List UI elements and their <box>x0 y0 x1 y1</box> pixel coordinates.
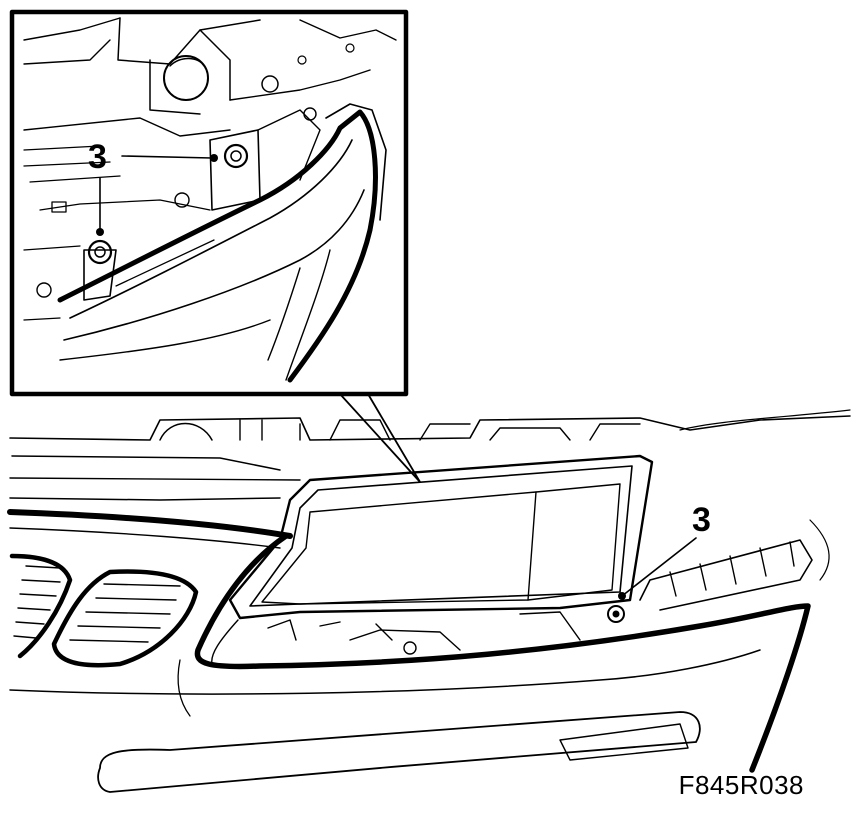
inset-view <box>9 9 409 397</box>
main-callout-number: 3 <box>692 501 711 539</box>
inset-screw-lower <box>87 228 113 265</box>
inset-screw-upper <box>210 143 249 169</box>
main-callout-leader <box>621 537 697 597</box>
main-view <box>7 409 851 793</box>
inset-callout-number: 3 <box>88 138 107 176</box>
inset-pointer <box>339 393 421 483</box>
inset-callout-leader-upper <box>121 155 213 159</box>
bumper-reflector-strip <box>97 711 701 793</box>
figure-code: F845R038 <box>678 770 804 800</box>
main-screw <box>607 592 626 623</box>
front-grille <box>9 553 199 668</box>
